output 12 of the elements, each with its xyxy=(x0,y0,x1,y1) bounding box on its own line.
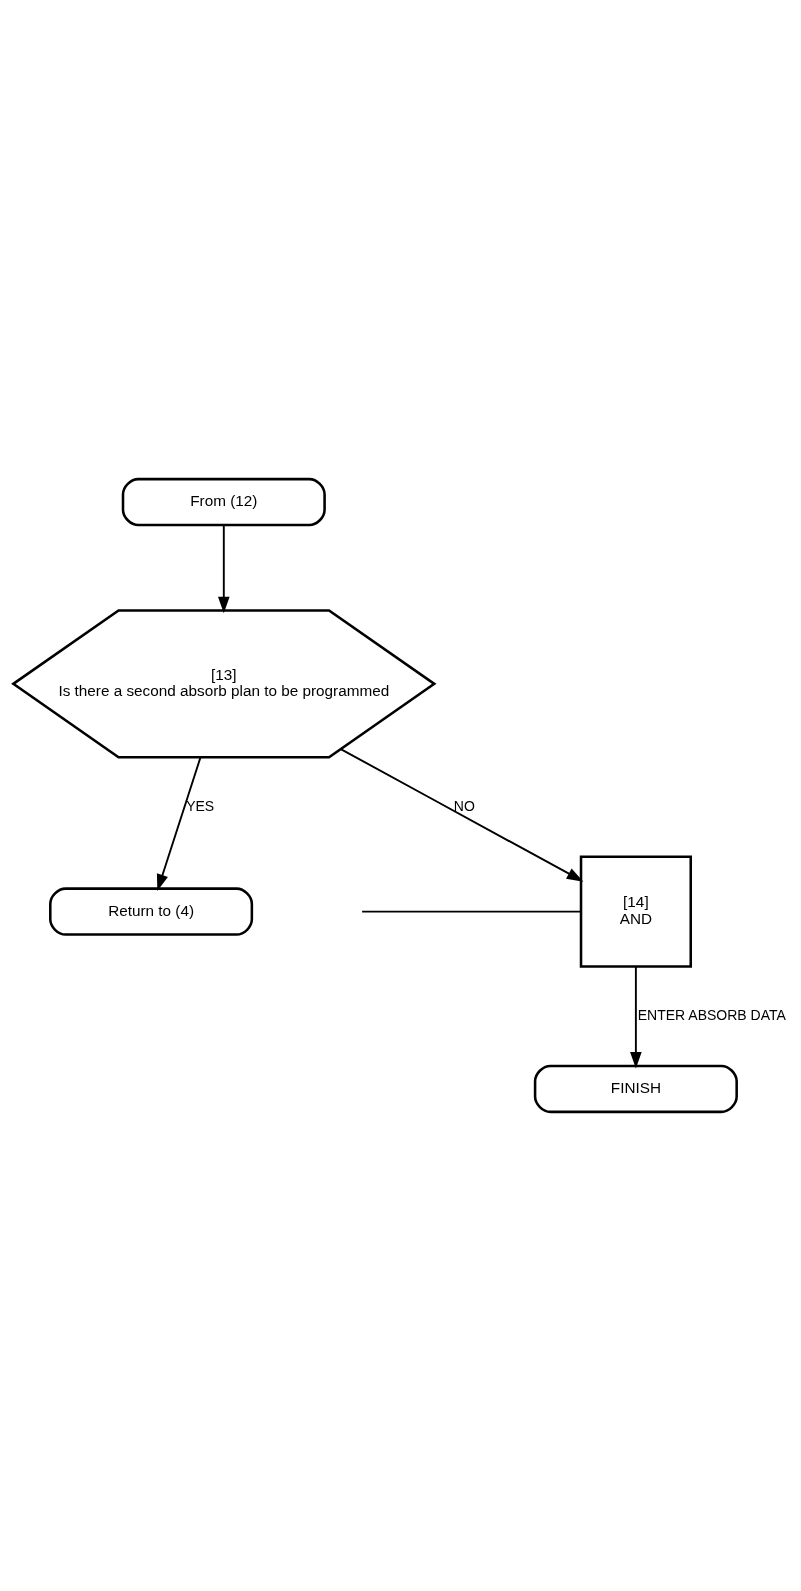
arrow xyxy=(339,748,584,882)
node-box: From (12) xyxy=(121,477,326,527)
node-box: Return to (4) xyxy=(49,887,254,936)
node-box: FINISH xyxy=(533,1064,738,1114)
edge-label: NO xyxy=(453,797,475,814)
edge-label: ENTER ABSORB DATA xyxy=(637,1006,786,1023)
arrow xyxy=(156,756,202,891)
connector xyxy=(361,910,582,913)
node-box: [14] AND xyxy=(579,855,692,968)
arrow xyxy=(218,524,230,614)
arrow xyxy=(630,965,642,1069)
edge-label: YES xyxy=(186,797,215,814)
